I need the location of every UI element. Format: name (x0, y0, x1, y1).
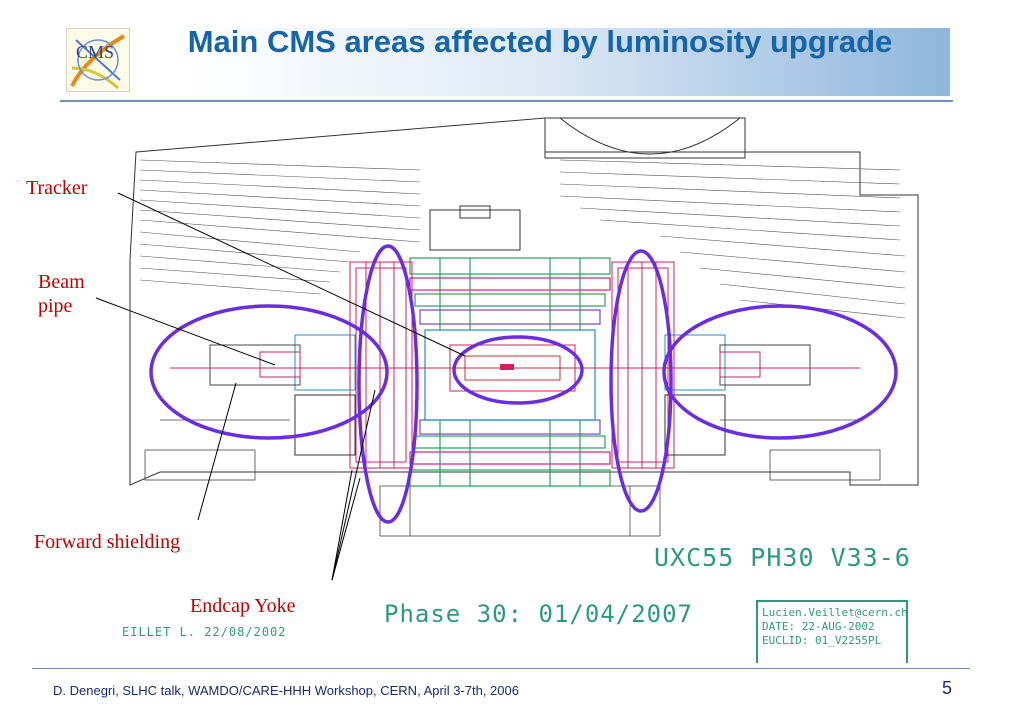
page-number: 5 (942, 678, 953, 698)
forward-regions (170, 334, 860, 456)
barrel-muon-system (409, 257, 611, 487)
tracker-region (420, 344, 605, 392)
slide-title: Main CMS areas affected by luminosity up… (187, 24, 893, 59)
label-endcap-yoke: Endcap Yoke (190, 595, 296, 617)
footer-citation: D. Denegri, SLHC talk, WAMDO/CARE-HHH Wo… (53, 683, 519, 698)
ellipse-forward-right (662, 304, 898, 440)
leader-lines (95, 192, 466, 581)
cavern-structure (129, 117, 919, 486)
label-beam-pipe: Beam pipe (38, 271, 85, 317)
info-date: DATE: 22-AUG-2002 (762, 620, 875, 633)
info-euclid: EUCLID: 01_V2255PL (762, 634, 882, 647)
drawing-id-text: UXC55 PH30 V33-6 (654, 543, 911, 572)
ellipse-tracker (452, 335, 584, 405)
header-divider (60, 100, 953, 102)
drawing-author-text: EILLET L. 22/08/2002 (122, 625, 287, 639)
cms-logo: CMS (66, 28, 130, 92)
ellipse-endcap-left (357, 244, 419, 524)
logo-text: CMS (76, 42, 114, 62)
header-band (190, 28, 950, 96)
drawing-phase-text: Phase 30: 01/04/2007 (384, 600, 693, 628)
ellipse-forward-left (149, 304, 389, 440)
label-forward-shielding: Forward shielding (34, 531, 181, 553)
info-email: Lucien.Veillet@cern.ch (762, 606, 908, 619)
ellipse-endcap-right (609, 249, 673, 513)
highlight-ellipses (149, 244, 898, 524)
footer-divider (32, 668, 970, 669)
drawing-info-box (756, 600, 908, 663)
cavern-floor (144, 419, 881, 537)
label-tracker: Tracker (26, 177, 88, 199)
roof-hatching (139, 159, 906, 319)
